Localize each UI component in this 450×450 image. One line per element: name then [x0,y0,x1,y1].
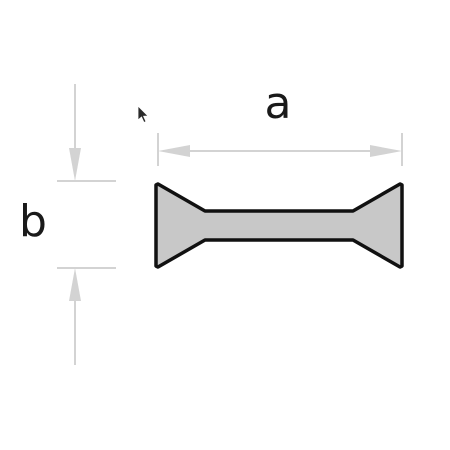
width-dimension: a [157,78,403,166]
height-dimension: b [19,84,116,365]
mouse-pointer-icon [137,105,149,124]
height-arrow-bottom [69,268,81,301]
width-arrow-right [370,145,402,157]
width-arrow-left [158,145,190,157]
dovetail-profile-shape [154,182,404,269]
height-label: b [19,196,47,247]
width-label: a [265,78,292,129]
height-arrow-top [69,148,81,181]
